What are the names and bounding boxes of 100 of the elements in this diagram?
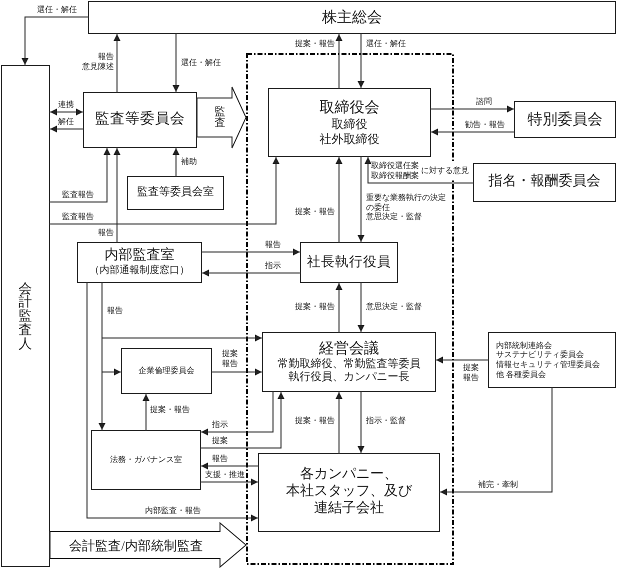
edge-label: 提案報告	[222, 349, 238, 368]
edge-label: 解任	[58, 117, 74, 127]
box-text: 社外取締役	[320, 132, 380, 146]
arrow	[364, 156, 474, 184]
edge-label: 報告	[107, 306, 123, 316]
list-item: 内部統制連絡会	[496, 340, 552, 350]
edge-label: 選任・解任	[37, 5, 77, 15]
box-text: 常勤取締役、常勤監査等委員	[278, 358, 420, 371]
arrow	[436, 356, 488, 364]
edge-label: 監査	[214, 106, 226, 128]
arrow	[358, 34, 364, 88]
arrow	[358, 392, 364, 454]
arrow	[50, 126, 84, 132]
edge-label: 提案	[212, 436, 228, 446]
dashed-frame	[246, 53, 454, 565]
arrow	[430, 106, 514, 112]
arrow	[358, 282, 364, 332]
arrow	[358, 156, 364, 242]
box-title: 会計監査人	[18, 282, 32, 350]
edge-label: 報告	[212, 454, 228, 464]
arrow	[202, 248, 300, 256]
arrow	[200, 478, 258, 486]
org-box	[268, 88, 431, 157]
org-box	[488, 332, 616, 388]
edge-label: 選任・解任	[181, 58, 221, 68]
box-text: （内部通報制度窓口）	[90, 264, 190, 277]
edge-label: 報告	[98, 228, 114, 238]
edge-label: 重要な業務執行の決定の委任意思決定・監督	[366, 193, 446, 222]
box-title: 経営会議	[319, 340, 379, 358]
arrow	[336, 282, 342, 332]
arrow	[114, 34, 120, 92]
double-arrow	[50, 108, 84, 116]
box-title: 各カンパニー、本社スタッフ、及び連結子会社	[286, 467, 412, 518]
arrow	[200, 392, 284, 448]
edge-label: 諮問	[476, 97, 492, 107]
arrow	[50, 156, 280, 224]
edge-label: 指示	[212, 420, 228, 430]
box-title: 法務・ガバナンス室	[110, 455, 182, 465]
edge-label: 内部監査・報告	[145, 506, 201, 516]
arrow	[336, 34, 342, 88]
block-arrow	[196, 86, 247, 148]
list-item: 情報セキュリティ管理委員会	[496, 360, 600, 370]
org-box	[473, 163, 616, 202]
org-box	[262, 332, 436, 392]
box-title: 監査等委員会	[95, 111, 185, 129]
edge-label: 報告	[265, 240, 281, 250]
edge-label: 勧告・報告	[465, 120, 505, 130]
edge-label: 会計監査/内部統制監査	[69, 538, 203, 554]
edge-label: 連携	[58, 100, 74, 110]
box-title: 社長執行役員	[307, 254, 391, 271]
edge-label: 指示・監督	[366, 416, 406, 426]
edge-label: 提案・報告	[295, 302, 335, 312]
list-item: 他 各種委員会	[496, 370, 546, 380]
edge-label: 監査報告	[62, 212, 94, 222]
arrow	[200, 462, 258, 470]
edge-label: 指示	[265, 261, 281, 271]
list-item: サステナビリティ委員会	[496, 350, 584, 360]
box-text: 取締役	[332, 117, 368, 132]
edge-label: 選任・解任	[366, 39, 406, 49]
edge-label: 提案・報告	[295, 207, 335, 217]
arrow	[172, 34, 180, 92]
arrow	[336, 392, 342, 454]
arrow	[336, 156, 342, 242]
org-box	[514, 101, 616, 138]
box-title: 株主総会	[322, 8, 382, 26]
box-text: 執行役員、カンパニー長	[288, 371, 410, 384]
box-title: 特別委員会	[528, 110, 602, 128]
org-box	[127, 176, 224, 210]
org-box	[300, 242, 398, 283]
arrow	[172, 148, 180, 176]
arrow	[202, 270, 300, 276]
edge-label: 提案報告	[463, 363, 479, 382]
edge-label: 補助	[181, 157, 197, 167]
arrow	[86, 282, 258, 522]
org-box	[77, 242, 202, 283]
box-title: 監査等委員会室	[137, 186, 214, 200]
edge-label: 報告意見陳述	[82, 52, 114, 72]
box-title: 取締役会	[320, 99, 380, 118]
org-box	[1, 65, 50, 567]
arrow	[50, 148, 110, 202]
box-title: 企業倫理委員会	[138, 366, 194, 376]
arrow	[142, 394, 150, 430]
org-box	[121, 348, 212, 394]
arrow	[22, 16, 88, 66]
org-box	[258, 453, 440, 532]
org-box	[91, 430, 201, 490]
edge-label: 提案・報告	[150, 405, 190, 415]
org-box	[83, 92, 197, 148]
edge-label: 監査報告	[62, 190, 94, 200]
edge-label: 提案・報告	[295, 39, 335, 49]
arrow	[98, 282, 106, 430]
arrow	[440, 388, 552, 496]
box-title: 内部監査室	[104, 248, 174, 264]
edge-label: 提案・報告	[295, 416, 335, 426]
arrow	[114, 148, 120, 242]
org-box	[88, 1, 616, 34]
edge-label: 意思決定・監督	[366, 302, 422, 312]
edge-label: 補完・牽制	[478, 480, 518, 490]
arrow	[430, 128, 514, 136]
arrow	[200, 392, 274, 436]
